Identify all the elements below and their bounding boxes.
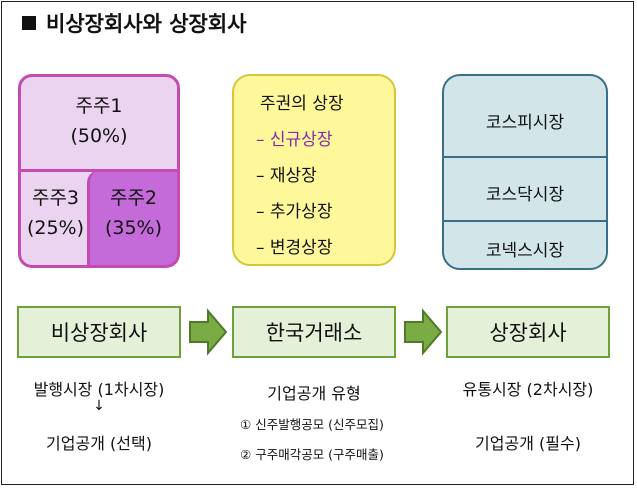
- right-arrow-icon: [404, 308, 443, 356]
- shareholder-2-label: 주주2 (35%): [90, 183, 177, 243]
- markets-box: 코스피시장 코스닥시장 코넥스시장: [442, 74, 608, 270]
- market-divider: [444, 156, 606, 158]
- shareholder-1-label: 주주1 (50%): [21, 91, 177, 151]
- shareholder-3-box: 주주3 (25%): [18, 169, 90, 268]
- ipo-type-item: ① 신주발행공모 (신주모집): [240, 417, 384, 432]
- market-kospi: 코스피시장: [485, 113, 565, 133]
- shareholder-1-pct: (50%): [70, 125, 128, 147]
- listed-company-box: 상장회사: [446, 306, 610, 358]
- listing-type-item: – 추가상장: [256, 202, 333, 222]
- page-title: 비상장회사와 상장회사: [22, 8, 247, 38]
- listing-type-item: – 변경상장: [256, 238, 333, 258]
- secondary-market-caption: 유통시장 (2차시장): [462, 380, 594, 399]
- down-arrow-icon: ↓: [93, 398, 105, 414]
- listing-types-box: 주권의 상장 – 신규상장 – 재상장 – 추가상장 – 변경상장: [232, 74, 396, 266]
- shareholder-2-box: 주주2 (35%): [87, 169, 180, 268]
- shareholder-2-pct: (35%): [104, 217, 163, 239]
- unlisted-company-label: 비상장회사: [50, 321, 148, 345]
- listing-types-header: 주권의 상장: [260, 94, 344, 114]
- exchange-label: 한국거래소: [265, 321, 363, 345]
- shareholder-2-name: 주주2: [109, 187, 158, 209]
- ipo-type-item: ② 구주매각공모 (구주매출): [240, 447, 384, 462]
- primary-market-caption: 발행시장 (1차시장): [33, 380, 165, 399]
- shareholder-1-box: 주주1 (50%): [18, 74, 180, 172]
- shareholder-1-name: 주주1: [75, 95, 123, 117]
- listed-company-label: 상장회사: [489, 321, 567, 345]
- market-divider: [444, 220, 606, 222]
- square-bullet-icon: [22, 16, 36, 30]
- page-title-text: 비상장회사와 상장회사: [46, 12, 247, 36]
- shareholder-3-pct: (25%): [26, 217, 85, 239]
- exchange-box: 한국거래소: [232, 306, 396, 358]
- shareholder-3-name: 주주3: [31, 187, 80, 209]
- shareholder-block: 주주1 (50%) 주주3 (25%) 주주2 (35%): [18, 74, 180, 268]
- listing-type-item: – 신규상장: [256, 130, 333, 150]
- shareholder-3-label: 주주3 (25%): [21, 183, 90, 243]
- listing-type-item: – 재상장: [256, 166, 317, 186]
- ipo-optional-caption: 기업공개 (선택): [46, 434, 152, 453]
- ipo-required-caption: 기업공개 (필수): [475, 434, 581, 453]
- right-arrow-icon: [189, 308, 228, 356]
- ipo-types-caption: 기업공개 유형: [267, 384, 361, 403]
- unlisted-company-box: 비상장회사: [17, 306, 181, 358]
- market-kosdaq: 코스닥시장: [485, 185, 565, 205]
- market-konex: 코넥스시장: [485, 241, 565, 261]
